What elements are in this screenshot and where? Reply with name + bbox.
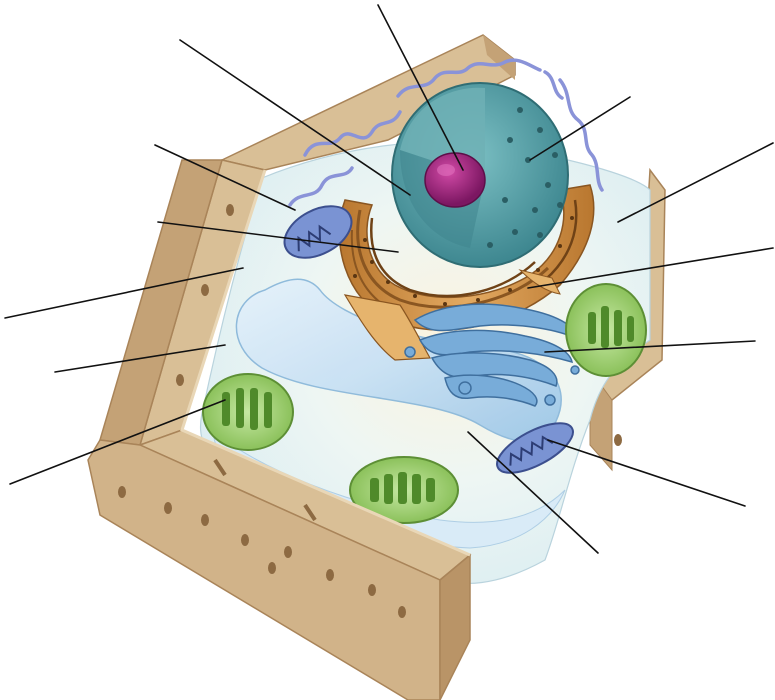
leader-line-mitochondrion-lower — [548, 440, 745, 506]
chloroplast — [566, 284, 646, 376]
chloroplast — [203, 374, 293, 450]
nucleus — [392, 83, 568, 267]
nucleolus — [425, 153, 485, 207]
leader-line-vacuole-upper — [618, 143, 773, 222]
